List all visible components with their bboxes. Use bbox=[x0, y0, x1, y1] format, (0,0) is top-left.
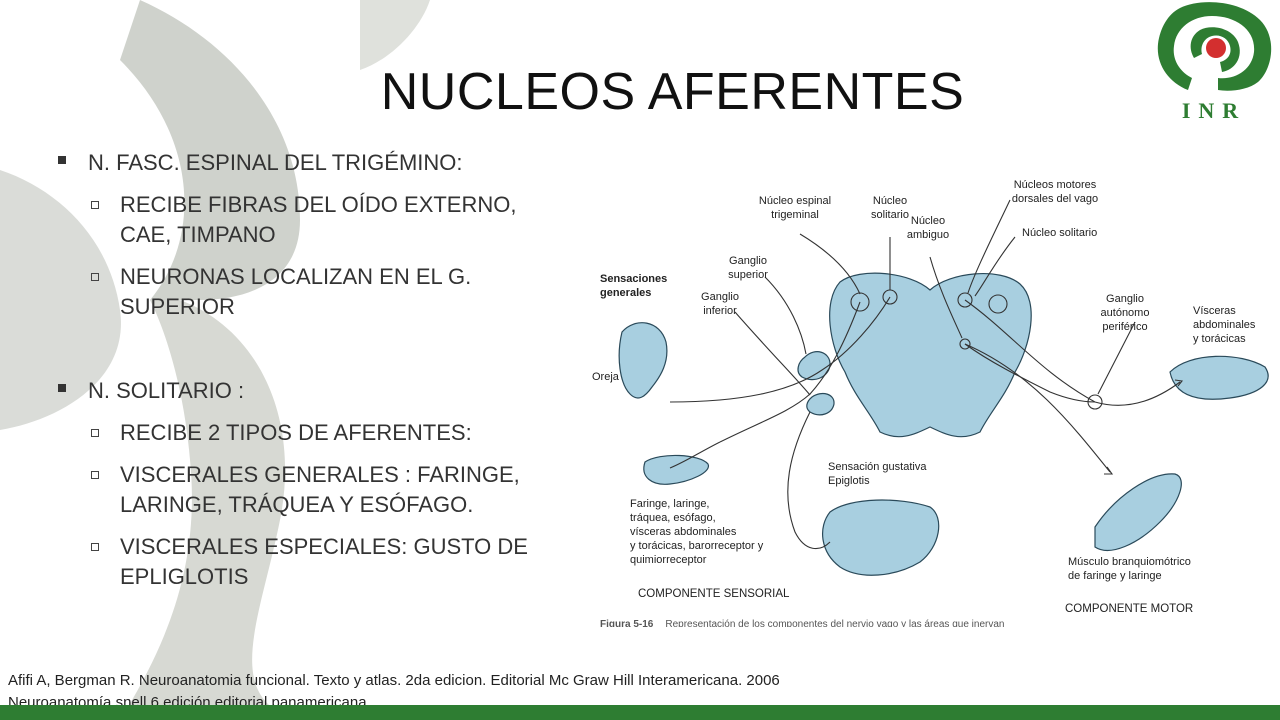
epiglottis-drawing bbox=[822, 499, 940, 576]
ear-drawing bbox=[618, 322, 668, 399]
sub-bullet: VISCERALES ESPECIALES: GUSTO DE EPLIGLOT… bbox=[58, 532, 558, 592]
label-ganglio-inferior: Ganglio bbox=[701, 291, 739, 303]
label-musculo: Músculo branquiomótrico bbox=[1068, 556, 1191, 568]
svg-text:autónomo: autónomo bbox=[1101, 307, 1150, 319]
label-ganglio-autonomo: Ganglio bbox=[1106, 293, 1144, 305]
hollow-square-bullet-icon bbox=[91, 273, 99, 281]
vagus-nerve-figure: Núcleo espinal trigeminal Núcleo solitar… bbox=[592, 179, 1269, 627]
bullet-text: N. FASC. ESPINAL DEL TRIGÉMINO: bbox=[88, 150, 463, 175]
sub-bullet: NEURONAS LOCALIZAN EN EL G. SUPERIOR bbox=[58, 262, 558, 322]
svg-text:generales: generales bbox=[600, 287, 651, 299]
sub-bullet-text: RECIBE 2 TIPOS DE AFERENTES: bbox=[120, 420, 472, 445]
label-nucleo-ambiguo: Núcleo bbox=[911, 215, 945, 227]
svg-text:periférico: periférico bbox=[1102, 321, 1147, 333]
sub-bullet-text: NEURONAS LOCALIZAN EN EL G. SUPERIOR bbox=[120, 264, 472, 319]
label-componente-sensorial: COMPONENTE SENSORIAL bbox=[638, 588, 790, 600]
svg-text:dorsales del vago: dorsales del vago bbox=[1012, 193, 1098, 205]
inr-logo: INR bbox=[1157, 2, 1272, 123]
label-sensacion-gustativa: Sensación gustativa bbox=[828, 461, 927, 473]
label-nucleo-solitario: Núcleo bbox=[873, 195, 907, 207]
label-ganglio-superior: Ganglio bbox=[729, 255, 767, 267]
svg-text:ambiguo: ambiguo bbox=[907, 229, 949, 241]
viscera-drawing bbox=[1169, 355, 1269, 400]
label-nucleos-motores: Núcleos motores bbox=[1014, 179, 1097, 191]
svg-text:tráquea, esófago,: tráquea, esófago, bbox=[630, 512, 716, 524]
label-faringe: Faringe, laringe, bbox=[630, 498, 710, 510]
svg-text:abdominales: abdominales bbox=[1193, 319, 1256, 331]
muscle-drawing bbox=[1094, 473, 1182, 552]
sub-bullet-text: VISCERALES ESPECIALES: GUSTO DE EPLIGLOT… bbox=[120, 534, 528, 589]
slide-title: NUCLEOS AFERENTES bbox=[380, 63, 965, 121]
square-bullet-icon bbox=[58, 156, 66, 164]
bullet-solitario: N. SOLITARIO : bbox=[58, 378, 558, 404]
medulla-section bbox=[829, 272, 1032, 438]
svg-text:inferior: inferior bbox=[703, 305, 737, 317]
bullet-text: N. SOLITARIO : bbox=[88, 378, 245, 403]
svg-text:trigeminal: trigeminal bbox=[771, 209, 819, 221]
sub-bullet: RECIBE FIBRAS DEL OÍDO EXTERNO, CAE, TIM… bbox=[58, 190, 558, 250]
sub-bullet-text: RECIBE FIBRAS DEL OÍDO EXTERNO, CAE, TIM… bbox=[120, 192, 517, 247]
sub-bullet-text: VISCERALES GENERALES : FARINGE, LARINGE,… bbox=[120, 462, 520, 517]
label-componente-motor: COMPONENTE MOTOR bbox=[1065, 603, 1193, 615]
svg-text:de faringe y laringe: de faringe y laringe bbox=[1068, 570, 1162, 582]
label-sensaciones: Sensaciones bbox=[600, 273, 667, 285]
svg-text:y torácicas, barorreceptor y: y torácicas, barorreceptor y bbox=[630, 540, 764, 552]
hollow-square-bullet-icon bbox=[91, 471, 99, 479]
hollow-square-bullet-icon bbox=[91, 201, 99, 209]
svg-text:vísceras abdominales: vísceras abdominales bbox=[630, 526, 737, 538]
svg-text:superior: superior bbox=[728, 269, 768, 281]
svg-text:y torácicas: y torácicas bbox=[1193, 333, 1246, 345]
label-visceras: Vísceras bbox=[1193, 305, 1236, 317]
label-oreja: Oreja bbox=[592, 371, 620, 383]
footer-bar bbox=[0, 705, 1280, 720]
bullet-list: N. FASC. ESPINAL DEL TRIGÉMINO: RECIBE F… bbox=[58, 150, 558, 604]
logo-text: INR bbox=[1182, 98, 1246, 123]
sub-bullet: VISCERALES GENERALES : FARINGE, LARINGE,… bbox=[58, 460, 558, 520]
bullet-trigemino: N. FASC. ESPINAL DEL TRIGÉMINO: bbox=[58, 150, 558, 176]
svg-text:Epiglotis: Epiglotis bbox=[828, 475, 870, 487]
label-nucleo-solitario-right: Núcleo solitario bbox=[1022, 227, 1097, 239]
svg-text:solitario: solitario bbox=[871, 209, 909, 221]
pharynx-drawing bbox=[643, 454, 709, 485]
square-bullet-icon bbox=[58, 384, 66, 392]
hollow-square-bullet-icon bbox=[91, 543, 99, 551]
hollow-square-bullet-icon bbox=[91, 429, 99, 437]
label-nucleo-espinal: Núcleo espinal bbox=[759, 195, 831, 207]
svg-text:quimiorreceptor: quimiorreceptor bbox=[630, 554, 707, 566]
sub-bullet: RECIBE 2 TIPOS DE AFERENTES: bbox=[58, 418, 558, 448]
reference-line: Afifi A, Bergman R. Neuroanatomia funcio… bbox=[8, 672, 780, 689]
